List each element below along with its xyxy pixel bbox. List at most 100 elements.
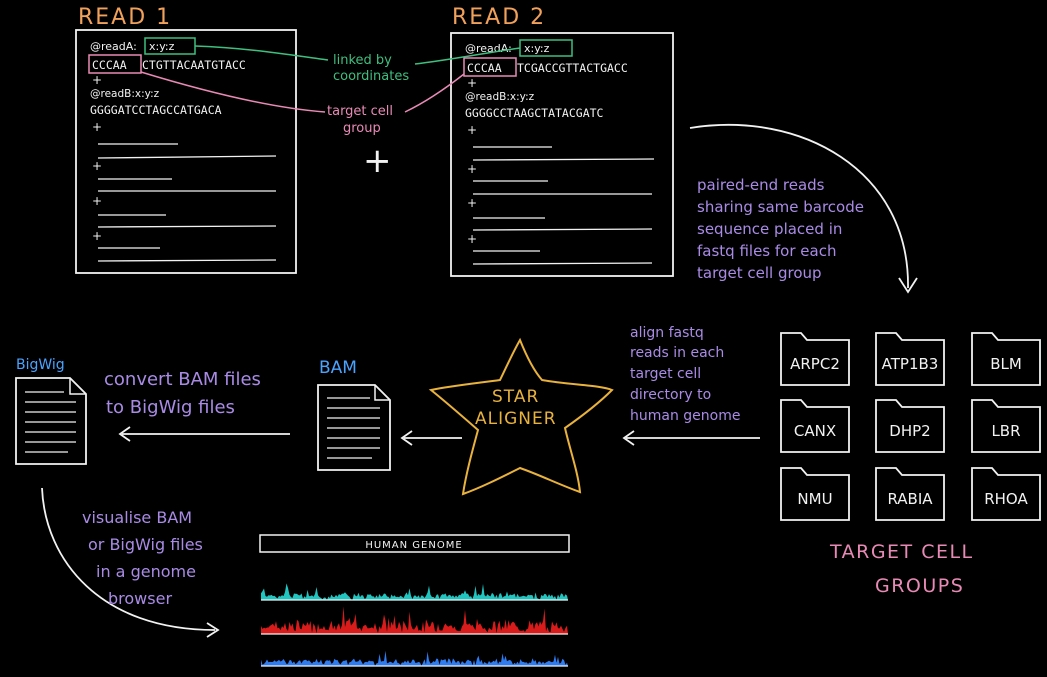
read1-plus3: + [92, 159, 102, 173]
folder-blm: BLM [971, 332, 1041, 386]
folder-icon [875, 467, 945, 521]
read2-plus: + [467, 76, 477, 90]
read2-header2: @readB:x:y:z [465, 91, 535, 103]
target-groups-label-1: TARGET CELL [829, 541, 974, 563]
folder-icon [780, 467, 850, 521]
read1-content: @readA: x:y:z CCCAA CTGTTACAATGTACC + @r… [88, 37, 277, 262]
curved-arrow-to-folders [689, 123, 909, 289]
folder-label: DHP2 [889, 422, 930, 440]
visualise-line-3: browser [108, 589, 172, 608]
read2-plus3: + [467, 162, 477, 176]
arrowhead-right-icon [206, 622, 220, 638]
barcode-link-line-right [404, 73, 465, 113]
read2-barcode-box [463, 57, 517, 77]
folder-lbr: LBR [971, 399, 1041, 453]
folder-label: RHOA [984, 490, 1028, 508]
convert-line-1: to BigWig files [106, 397, 235, 418]
folder-label: LBR [991, 422, 1020, 440]
folder-icon [780, 332, 850, 386]
read1-plus5: + [92, 229, 102, 243]
linked-label-1: linked by [333, 53, 392, 68]
folder-icon [971, 399, 1041, 453]
read1-seq: CTGTTACAATGTACC [142, 58, 246, 72]
folder-canx: CANX [780, 399, 850, 453]
folder-arpc2: ARPC2 [780, 332, 850, 386]
star-icon [428, 337, 614, 496]
read1-plus2: + [92, 120, 102, 134]
folder-label: RABIA [887, 490, 933, 508]
paired-line-4: target cell group [697, 264, 822, 282]
arrowhead-left-icon-2 [400, 430, 413, 446]
folder-dhp2: DHP2 [875, 399, 945, 453]
read1-barcode: CCCAA [92, 58, 127, 72]
folder-icon [875, 399, 945, 453]
read2-plus2: + [467, 123, 477, 137]
read1-title: READ 1 [78, 5, 172, 30]
bam-label: BAM [319, 358, 357, 378]
folder-icon [971, 467, 1041, 521]
barcode-link-line-left [140, 71, 326, 113]
paired-line-0: paired-end reads [697, 176, 825, 194]
folder-icon [875, 332, 945, 386]
folder-rabia: RABIA [875, 467, 945, 521]
genome-label: HUMAN GENOME [365, 540, 462, 551]
bam-file-icon [317, 384, 391, 471]
read2-header: @readA: [465, 42, 512, 55]
read1-seq2: GGGGATCCTAGCCATGACA [90, 103, 222, 117]
folder-rhoa: RHOA [971, 467, 1041, 521]
folder-label: BLM [990, 355, 1022, 373]
folder-icon [780, 399, 850, 453]
read2-plus5: + [467, 232, 477, 246]
folder-icon [971, 332, 1041, 386]
target-label-2: group [343, 121, 381, 136]
plus-sign: + [363, 141, 392, 181]
track-blue [261, 650, 568, 666]
coords-link-line-left [194, 45, 329, 61]
read2-seq: TCGACCGTTACTGACC [517, 61, 628, 75]
folder-atp1b3: ATP1B3 [875, 332, 945, 386]
visualise-line-2: in a genome [96, 562, 196, 581]
paired-line-3: fastq files for each [697, 242, 836, 260]
genome-header-box [259, 534, 570, 553]
folder-label: ATP1B3 [882, 355, 939, 373]
read2-barcode: CCCAA [467, 61, 502, 75]
align-line-2: target cell [630, 366, 701, 382]
bigwig-label: BigWig [16, 357, 65, 373]
visualise-annotation: visualise BAM or BigWig files in a genom… [82, 508, 203, 608]
bigwig-file-icon [15, 377, 87, 465]
genome-tracks [261, 583, 568, 667]
read1-plus4: + [92, 194, 102, 208]
star-label-2: ALIGNER [475, 409, 557, 429]
read2-seq2: GGGGCCTAAGCTATACGATC [465, 106, 604, 120]
folder-label: CANX [794, 422, 836, 440]
read2-file [450, 32, 674, 277]
curved-arrow-to-browser [41, 487, 216, 631]
align-annotation: align fastq reads in each target cell di… [630, 325, 740, 424]
paired-end-annotation: paired-end reads sharing same barcode se… [697, 176, 864, 282]
convert-line-0: convert BAM files [104, 369, 261, 390]
read2-coords: x:y:z [524, 42, 550, 55]
arrowhead-left-icon-3 [118, 426, 131, 442]
align-line-3: directory to [630, 387, 711, 403]
align-line-1: reads in each [630, 345, 724, 361]
track-red [261, 606, 568, 634]
read1-coords: x:y:z [149, 40, 175, 53]
coords-link-line-right [414, 47, 521, 65]
read1-file [75, 29, 297, 274]
read1-plus: + [92, 73, 102, 87]
read1-header2: @readB:x:y:z [90, 88, 160, 100]
folder-label: ARPC2 [790, 355, 840, 373]
paired-line-1: sharing same barcode [697, 198, 864, 216]
read2-content: @readA: x:y:z CCCAA TCGACCGTTACTGACC + @… [463, 39, 655, 265]
linked-label-2: coordinates [333, 69, 409, 84]
star-label-1: STAR [492, 387, 539, 407]
read1-header: @readA: [90, 40, 137, 53]
read2-title: READ 2 [452, 5, 546, 30]
paired-line-2: sequence placed in [697, 220, 842, 238]
align-line-0: align fastq [630, 325, 704, 341]
visualise-line-1: or BigWig files [88, 535, 203, 554]
read1-barcode-box [88, 54, 142, 74]
visualise-line-0: visualise BAM [82, 508, 192, 527]
